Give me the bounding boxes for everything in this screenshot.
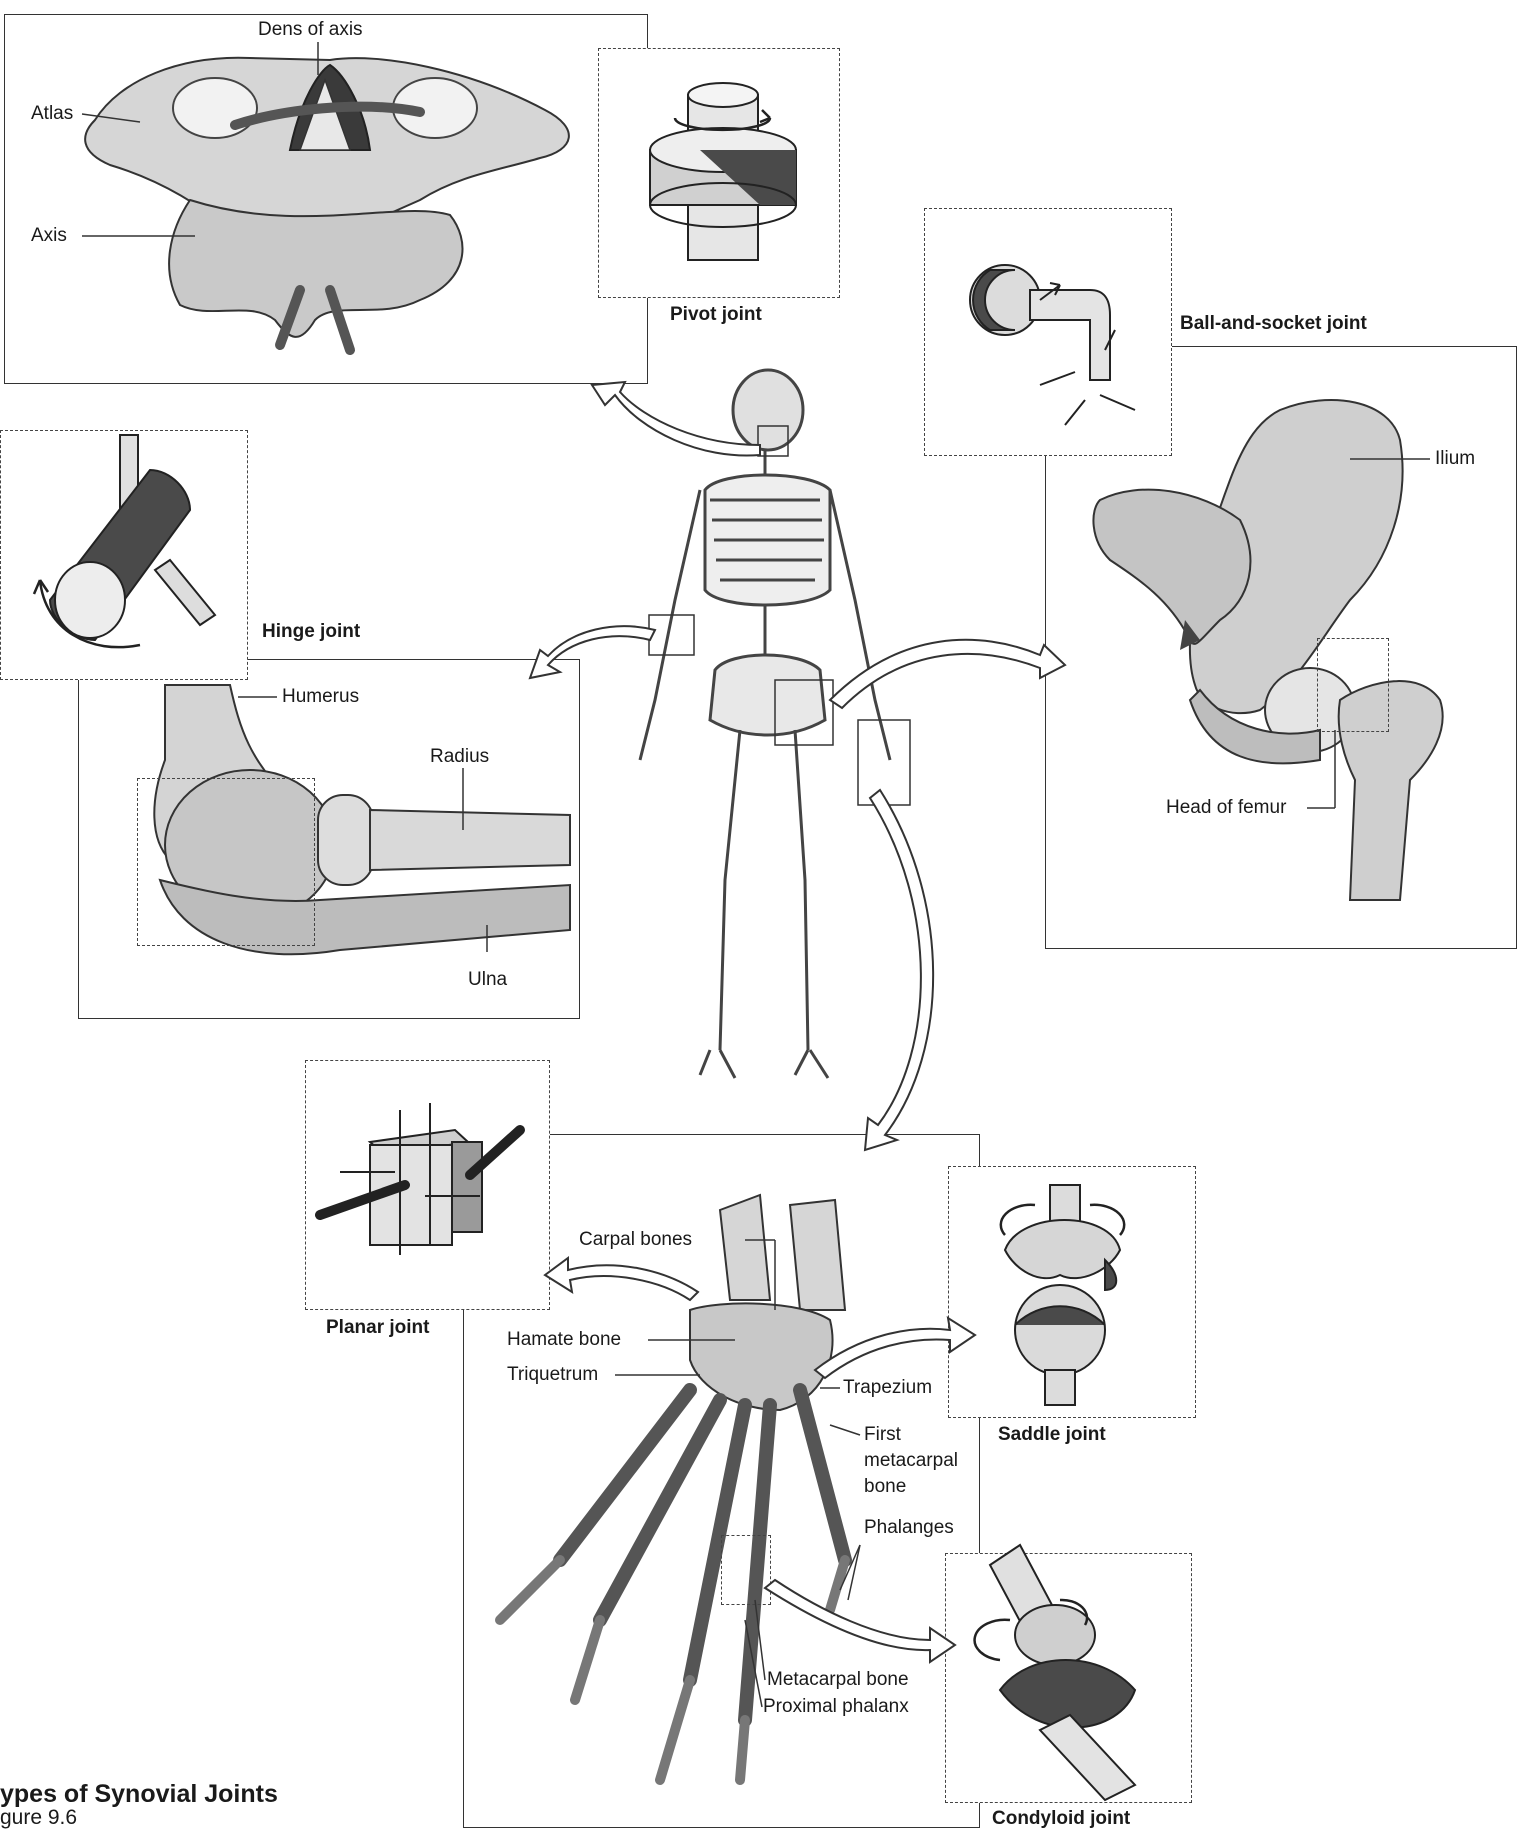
label-first-metacarpal-line1: First — [864, 1425, 901, 1444]
label-planar-joint: Planar joint — [326, 1318, 429, 1337]
planar-model — [320, 1103, 520, 1255]
label-saddle-joint: Saddle joint — [998, 1425, 1106, 1444]
label-metacarpal-bone: Metacarpal bone — [767, 1670, 909, 1689]
label-proximal-phalanx: Proximal phalanx — [763, 1697, 909, 1716]
label-carpal-bones: Carpal bones — [579, 1230, 692, 1249]
label-dens-of-axis: Dens of axis — [258, 20, 363, 39]
pivot-model — [650, 83, 796, 260]
label-first-metacarpal-line2: metacarpal — [864, 1451, 958, 1470]
label-first-metacarpal-line3: bone — [864, 1477, 906, 1496]
label-axis: Axis — [31, 226, 67, 245]
label-ball-and-socket-joint: Ball-and-socket joint — [1180, 314, 1367, 333]
label-hamate-bone: Hamate bone — [507, 1330, 621, 1349]
label-hinge-joint: Hinge joint — [262, 622, 360, 641]
label-trapezium: Trapezium — [843, 1378, 932, 1397]
hinge-model — [34, 435, 215, 647]
label-condyloid-joint: Condyloid joint — [992, 1809, 1130, 1828]
label-atlas: Atlas — [31, 104, 73, 123]
label-humerus: Humerus — [282, 687, 359, 706]
label-phalanges: Phalanges — [864, 1518, 954, 1537]
label-ilium: Ilium — [1435, 449, 1475, 468]
condyloid-model — [975, 1545, 1135, 1800]
figure-number: gure 9.6 — [0, 1806, 77, 1830]
label-triquetrum: Triquetrum — [507, 1365, 598, 1384]
label-radius: Radius — [430, 747, 489, 766]
label-ulna: Ulna — [468, 970, 507, 989]
pointer-arrows — [530, 382, 1065, 1662]
ball-socket-model — [970, 265, 1135, 425]
label-pivot-joint: Pivot joint — [670, 305, 762, 324]
leader-lines — [82, 42, 1430, 1707]
saddle-model — [1001, 1185, 1124, 1405]
label-head-of-femur: Head of femur — [1166, 798, 1286, 817]
figure-title: ypes of Synovial Joints — [0, 1780, 278, 1809]
